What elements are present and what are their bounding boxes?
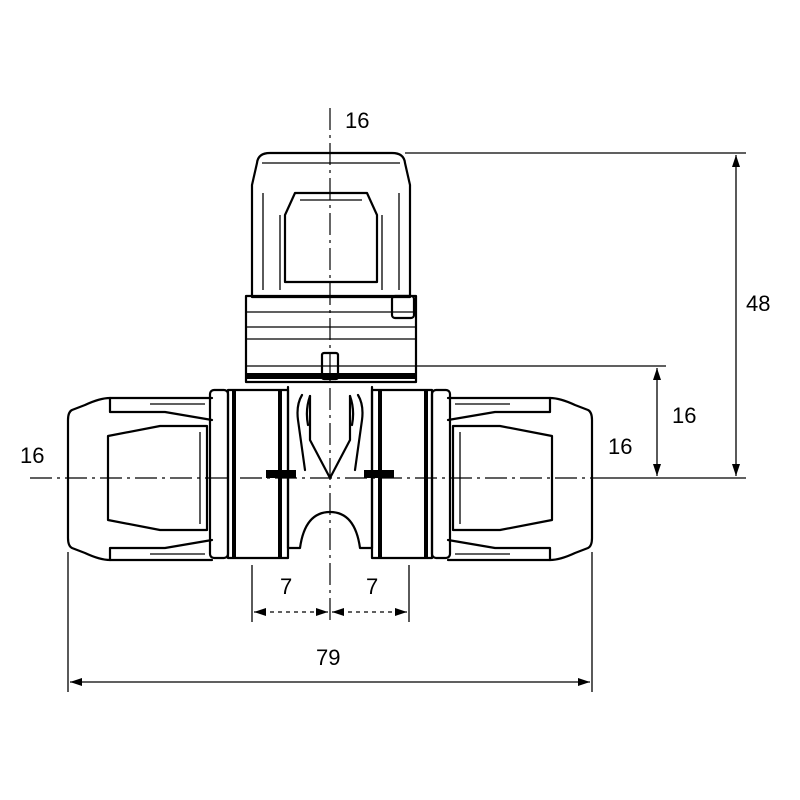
dimension-label-48: 48	[746, 291, 770, 316]
dimension-label-16-offset: 16	[672, 403, 696, 428]
dimension-label-branch-diameter: 16	[345, 108, 369, 133]
dimension-label-7-left: 7	[280, 574, 292, 599]
right-nut-outline	[446, 396, 594, 562]
right-body-shell	[370, 388, 434, 560]
right-run	[370, 388, 594, 562]
cap-outline	[250, 151, 412, 299]
right-nut-ring	[430, 388, 452, 560]
dimension-label-79: 79	[316, 645, 340, 670]
right-insert	[451, 424, 554, 532]
left-nut-outline	[66, 396, 214, 562]
collar-indicator	[320, 351, 340, 381]
branch-cap	[250, 151, 412, 299]
cap-inner-window	[283, 191, 379, 284]
left-insert	[106, 424, 209, 532]
dimension-label-right-diameter: 16	[608, 434, 632, 459]
dimension-branch-height: 48	[405, 152, 770, 479]
left-nut-ring	[208, 388, 230, 560]
collar-lock-tab	[390, 294, 416, 320]
left-body-shell	[226, 388, 290, 560]
left-nut-collar-taper	[108, 396, 214, 562]
tee-bottom-curve	[286, 510, 374, 550]
collar-band	[246, 373, 416, 379]
left-run	[66, 388, 290, 562]
right-nut-collar-taper	[446, 396, 552, 562]
branch-collar	[244, 294, 418, 384]
dimension-insertion-depths: 7 7	[251, 565, 410, 622]
dimension-run-offset: 16	[416, 365, 696, 476]
dimension-label-left-diameter: 16	[20, 443, 44, 468]
dimension-overall-length: 79	[67, 552, 593, 692]
tee-center-channel	[308, 394, 352, 480]
dimension-label-7-right: 7	[366, 574, 378, 599]
